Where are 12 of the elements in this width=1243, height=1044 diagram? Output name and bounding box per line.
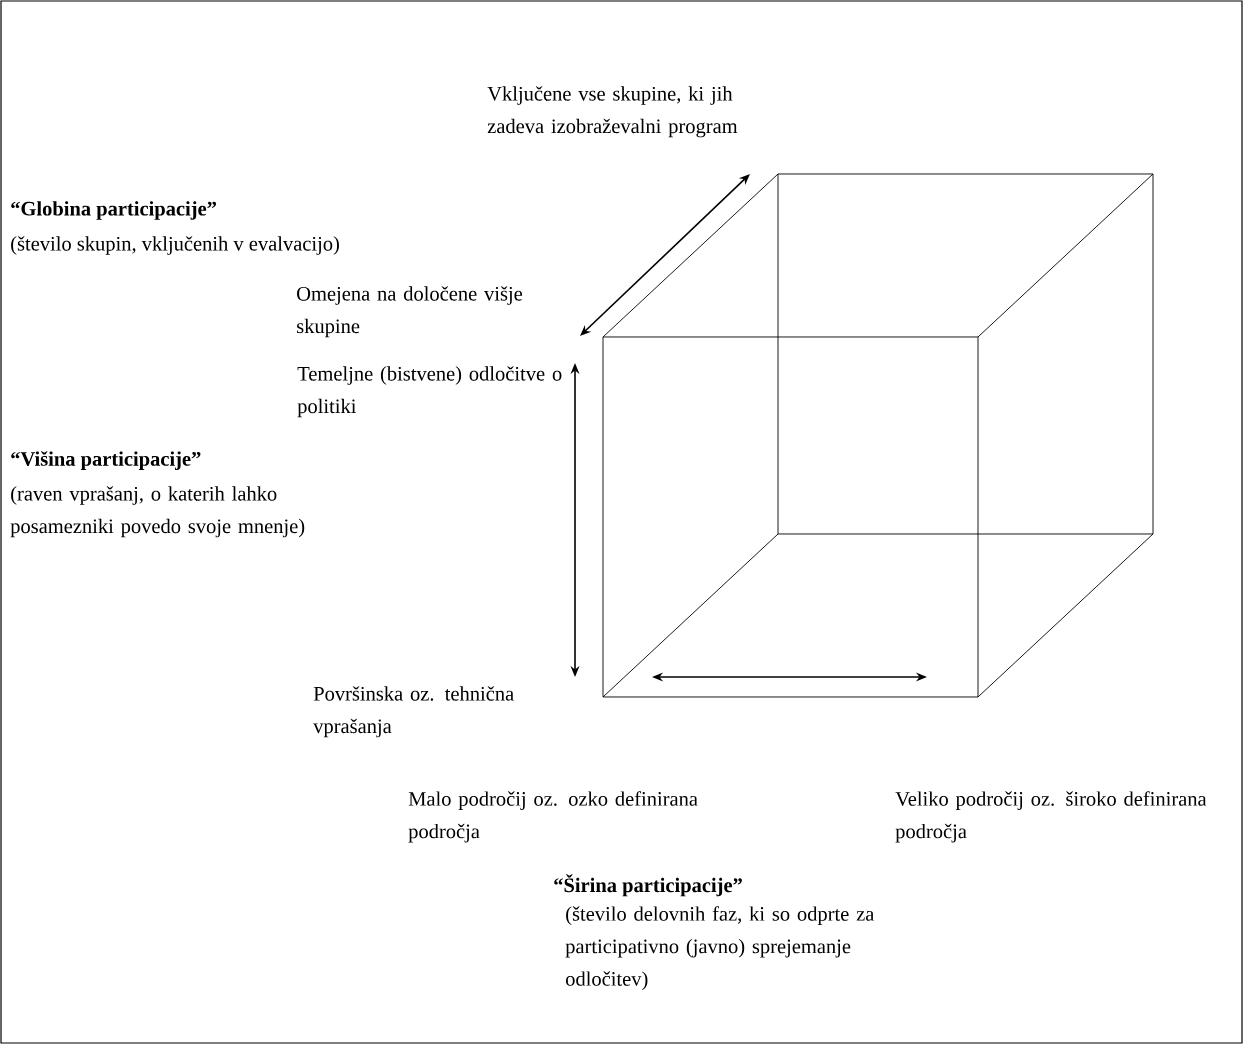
axis-end-label: Površinska oz. tehnična vprašanja (313, 686, 514, 738)
axis-description: (število delovnih faz, ki so odprte za participativno (javno) sprejemanje odločitev) (565, 906, 875, 990)
axis-title: “Globina participacije” (11, 201, 216, 220)
axis-end-label: Malo področij oz. ozko definirana področja (408, 791, 698, 843)
axis-description: (raven vprašanj, o katerih lahko posamezniki povedo svoje mnenje) (10, 486, 305, 538)
axis-description: (število skupin, vključenih v evalvacijo) (11, 236, 339, 255)
axis-end-label: Omejena na določene višje skupine (297, 286, 523, 338)
axis-title: “Višina participacije” (11, 451, 201, 470)
axis-title: “Širina participacije” (554, 874, 742, 897)
axis-end-label: Veliko področij oz. široko definirana področja (895, 791, 1207, 843)
axis-end-label: Vključene vse skupine, ki jih zadeva izobraževalni program (487, 86, 738, 138)
axis-end-label: Temeljne (bistvene) odločitve o politiki (297, 366, 562, 418)
